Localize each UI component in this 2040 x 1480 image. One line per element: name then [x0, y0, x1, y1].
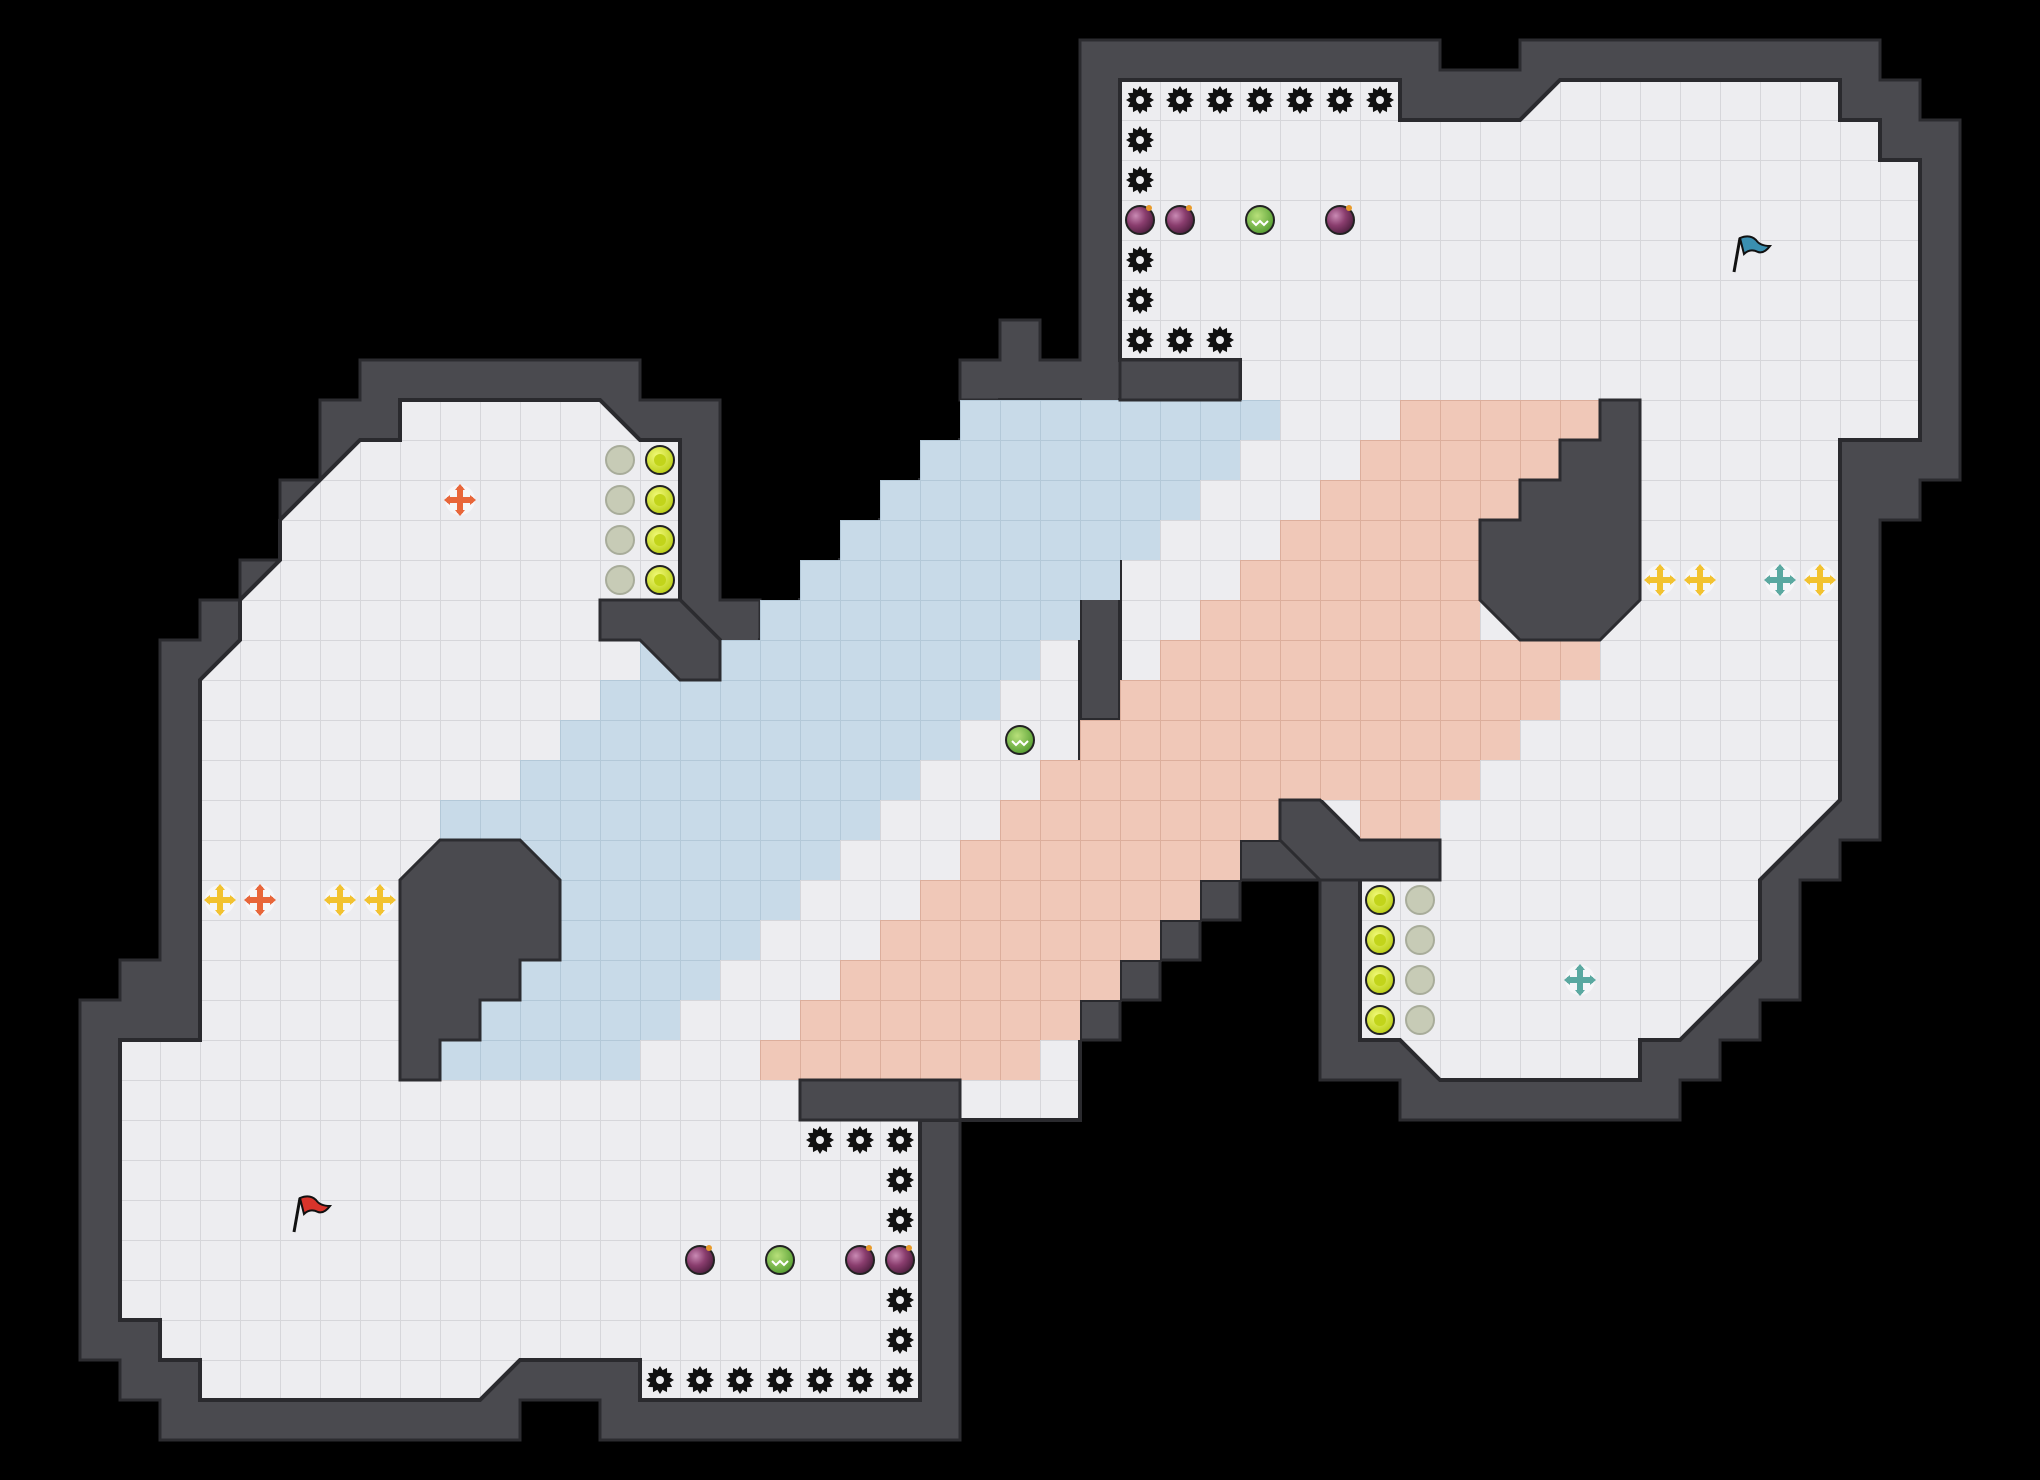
boost-icon — [1005, 725, 1035, 755]
gate-on-icon — [645, 485, 675, 515]
bomb-icon — [1125, 205, 1155, 235]
bomb-icon — [1325, 205, 1355, 235]
spike-icon — [1286, 86, 1314, 114]
powerup-icon — [1804, 564, 1836, 596]
boost-icon — [765, 1245, 795, 1275]
gate-off-icon — [1405, 965, 1435, 995]
bomb-icon — [685, 1245, 715, 1275]
spike-icon — [1126, 286, 1154, 314]
powerup-icon — [1684, 564, 1716, 596]
spike-icon — [726, 1366, 754, 1394]
wall-notch-east — [1278, 798, 1442, 882]
red-flag-icon — [292, 1195, 333, 1233]
blue-flag-icon — [1732, 235, 1773, 273]
gate-off-icon — [605, 445, 635, 475]
bomb-icon — [845, 1245, 875, 1275]
red-team-zone — [760, 400, 1600, 1080]
gate-on-icon — [645, 445, 675, 475]
blue-team-zone — [440, 400, 1280, 1080]
gate-on-icon — [1365, 1005, 1395, 1035]
gate-off-icon — [605, 565, 635, 595]
spike-icon — [1126, 246, 1154, 274]
spike-icon — [1126, 126, 1154, 154]
wall-block-west — [398, 838, 562, 1082]
wall-shelf-north — [1118, 358, 1242, 402]
spike-icon — [1326, 86, 1354, 114]
gate-on-icon — [1365, 885, 1395, 915]
spike-icon — [1246, 86, 1274, 114]
spike-icon — [806, 1366, 834, 1394]
spike-icon — [846, 1126, 874, 1154]
gate-on-icon — [645, 525, 675, 555]
spike-icon — [1126, 166, 1154, 194]
objects-layer — [204, 86, 1836, 1394]
powerup-icon — [244, 884, 276, 916]
bomb-icon — [885, 1245, 915, 1275]
powerup-icon — [1644, 564, 1676, 596]
powerup-icon — [1564, 964, 1596, 996]
spike-icon — [886, 1366, 914, 1394]
spike-icon — [1366, 86, 1394, 114]
spike-icon — [1126, 86, 1154, 114]
bomb-icon — [1165, 205, 1195, 235]
powerup-icon — [324, 884, 356, 916]
gate-off-icon — [605, 485, 635, 515]
gate-off-icon — [1405, 1005, 1435, 1035]
spike-icon — [886, 1286, 914, 1314]
spike-icon — [1126, 326, 1154, 354]
spike-icon — [1206, 86, 1234, 114]
spike-icon — [646, 1366, 674, 1394]
wall-shelf-south — [798, 1078, 962, 1122]
spike-icon — [806, 1126, 834, 1154]
spike-icon — [886, 1326, 914, 1354]
spike-icon — [846, 1366, 874, 1394]
gate-off-icon — [1405, 925, 1435, 955]
powerup-icon — [364, 884, 396, 916]
boost-icon — [1245, 205, 1275, 235]
gate-off-icon — [1405, 885, 1435, 915]
wall-block-east — [1478, 398, 1642, 642]
spike-icon — [766, 1366, 794, 1394]
gate-on-icon — [1365, 925, 1395, 955]
gate-off-icon — [605, 525, 635, 555]
spike-icon — [1166, 326, 1194, 354]
spike-icon — [886, 1166, 914, 1194]
spike-icon — [686, 1366, 714, 1394]
powerup-icon — [204, 884, 236, 916]
spike-icon — [886, 1126, 914, 1154]
spike-icon — [1206, 326, 1234, 354]
spike-icon — [886, 1206, 914, 1234]
gate-on-icon — [645, 565, 675, 595]
powerup-icon — [444, 484, 476, 516]
wall-notch-west — [598, 598, 722, 682]
spike-icon — [1166, 86, 1194, 114]
gate-on-icon — [1365, 965, 1395, 995]
powerup-icon — [1764, 564, 1796, 596]
